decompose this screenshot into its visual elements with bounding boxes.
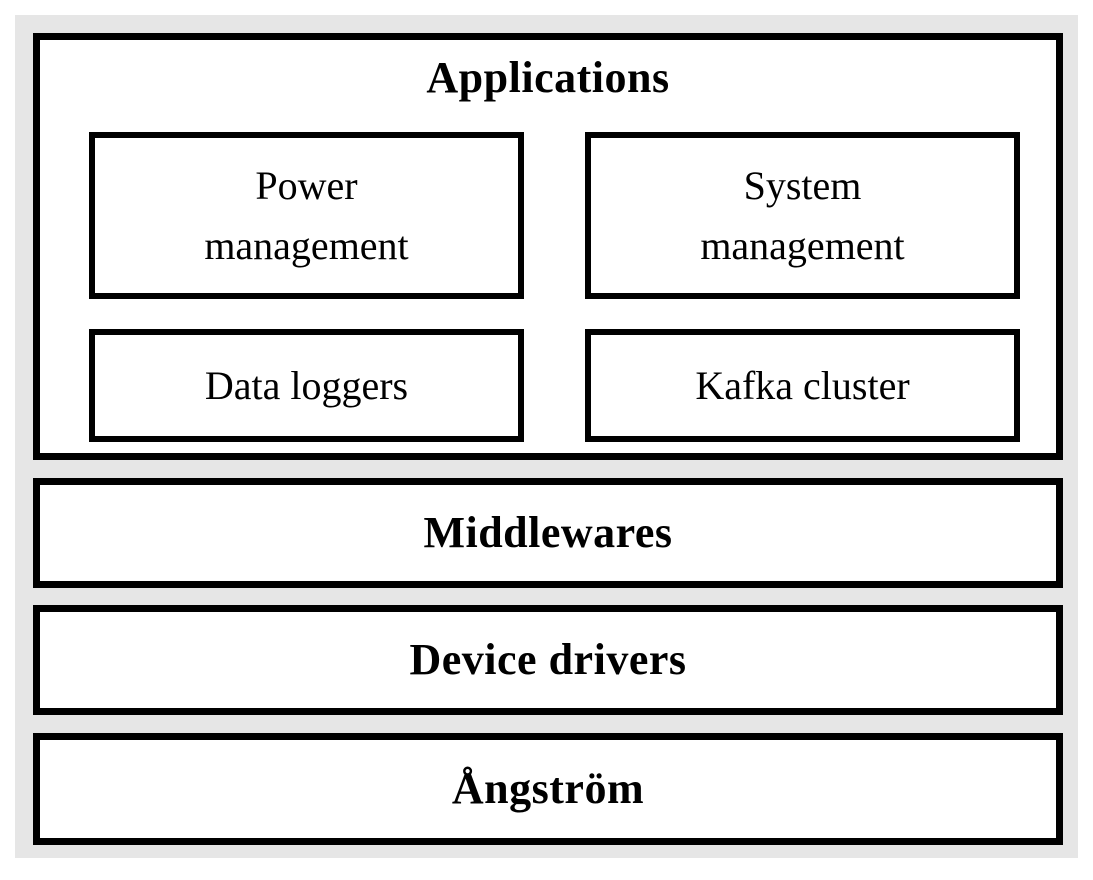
component-power-management[interactable]: Power management [89,132,524,299]
component-power-management-label-line1: Power [255,162,358,208]
component-system-management-label-line1: System [743,162,862,208]
component-data-loggers-label-line1: Data loggers [204,362,409,408]
component-data-loggers-label: Data loggers [101,356,512,416]
middlewares-layer-box[interactable]: Middlewares [33,478,1063,588]
device-drivers-layer-box[interactable]: Device drivers [33,605,1063,715]
component-kafka-cluster[interactable]: Kafka cluster [585,329,1020,442]
component-data-loggers[interactable]: Data loggers [89,329,524,442]
angstrom-layer-box[interactable]: Ångström [33,733,1063,845]
applications-layer-box[interactable]: Applications Power management System man… [33,33,1063,460]
component-power-management-label-line2: management [204,222,409,268]
component-system-management-label: System management [597,156,1008,276]
component-system-management-label-line2: management [700,222,905,268]
angstrom-layer-title: Ångström [451,764,645,813]
applications-layer-title: Applications [426,53,670,102]
component-kafka-cluster-label-line1: Kafka cluster [695,362,910,408]
component-kafka-cluster-label: Kafka cluster [597,356,1008,416]
component-power-management-label: Power management [101,156,512,276]
component-system-management[interactable]: System management [585,132,1020,299]
middlewares-layer-title: Middlewares [423,508,673,557]
device-drivers-layer-title: Device drivers [409,635,687,684]
